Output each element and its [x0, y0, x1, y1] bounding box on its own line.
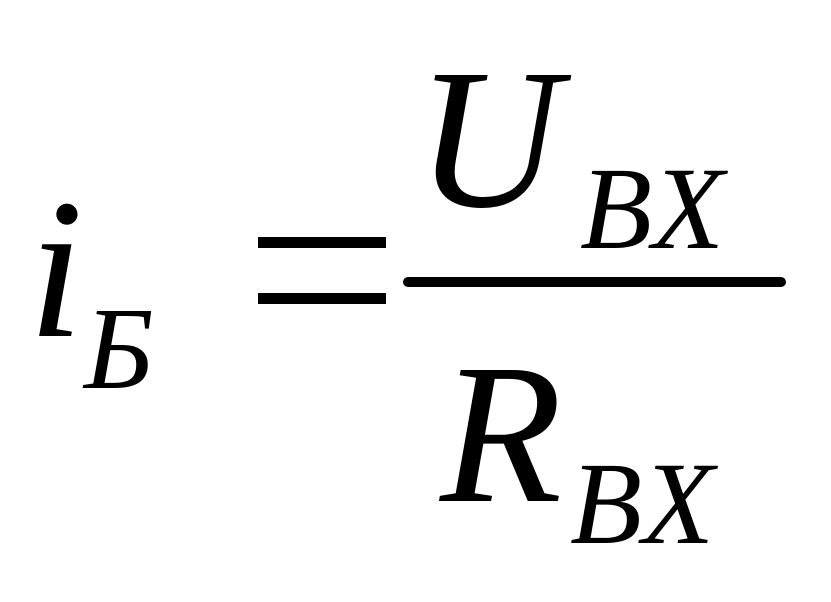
lhs-subscript: Б [84, 283, 154, 414]
equals-sign-top-bar [258, 237, 386, 248]
equals-sign-bottom-bar [258, 293, 386, 304]
lhs-variable-i: i [28, 159, 84, 380]
numerator-subscript: BX [580, 143, 725, 274]
denominator-subscript: BX [570, 438, 715, 569]
numerator-variable-u: U [416, 29, 561, 250]
fraction-bar [403, 277, 786, 287]
denominator-variable-r: R [440, 324, 563, 545]
